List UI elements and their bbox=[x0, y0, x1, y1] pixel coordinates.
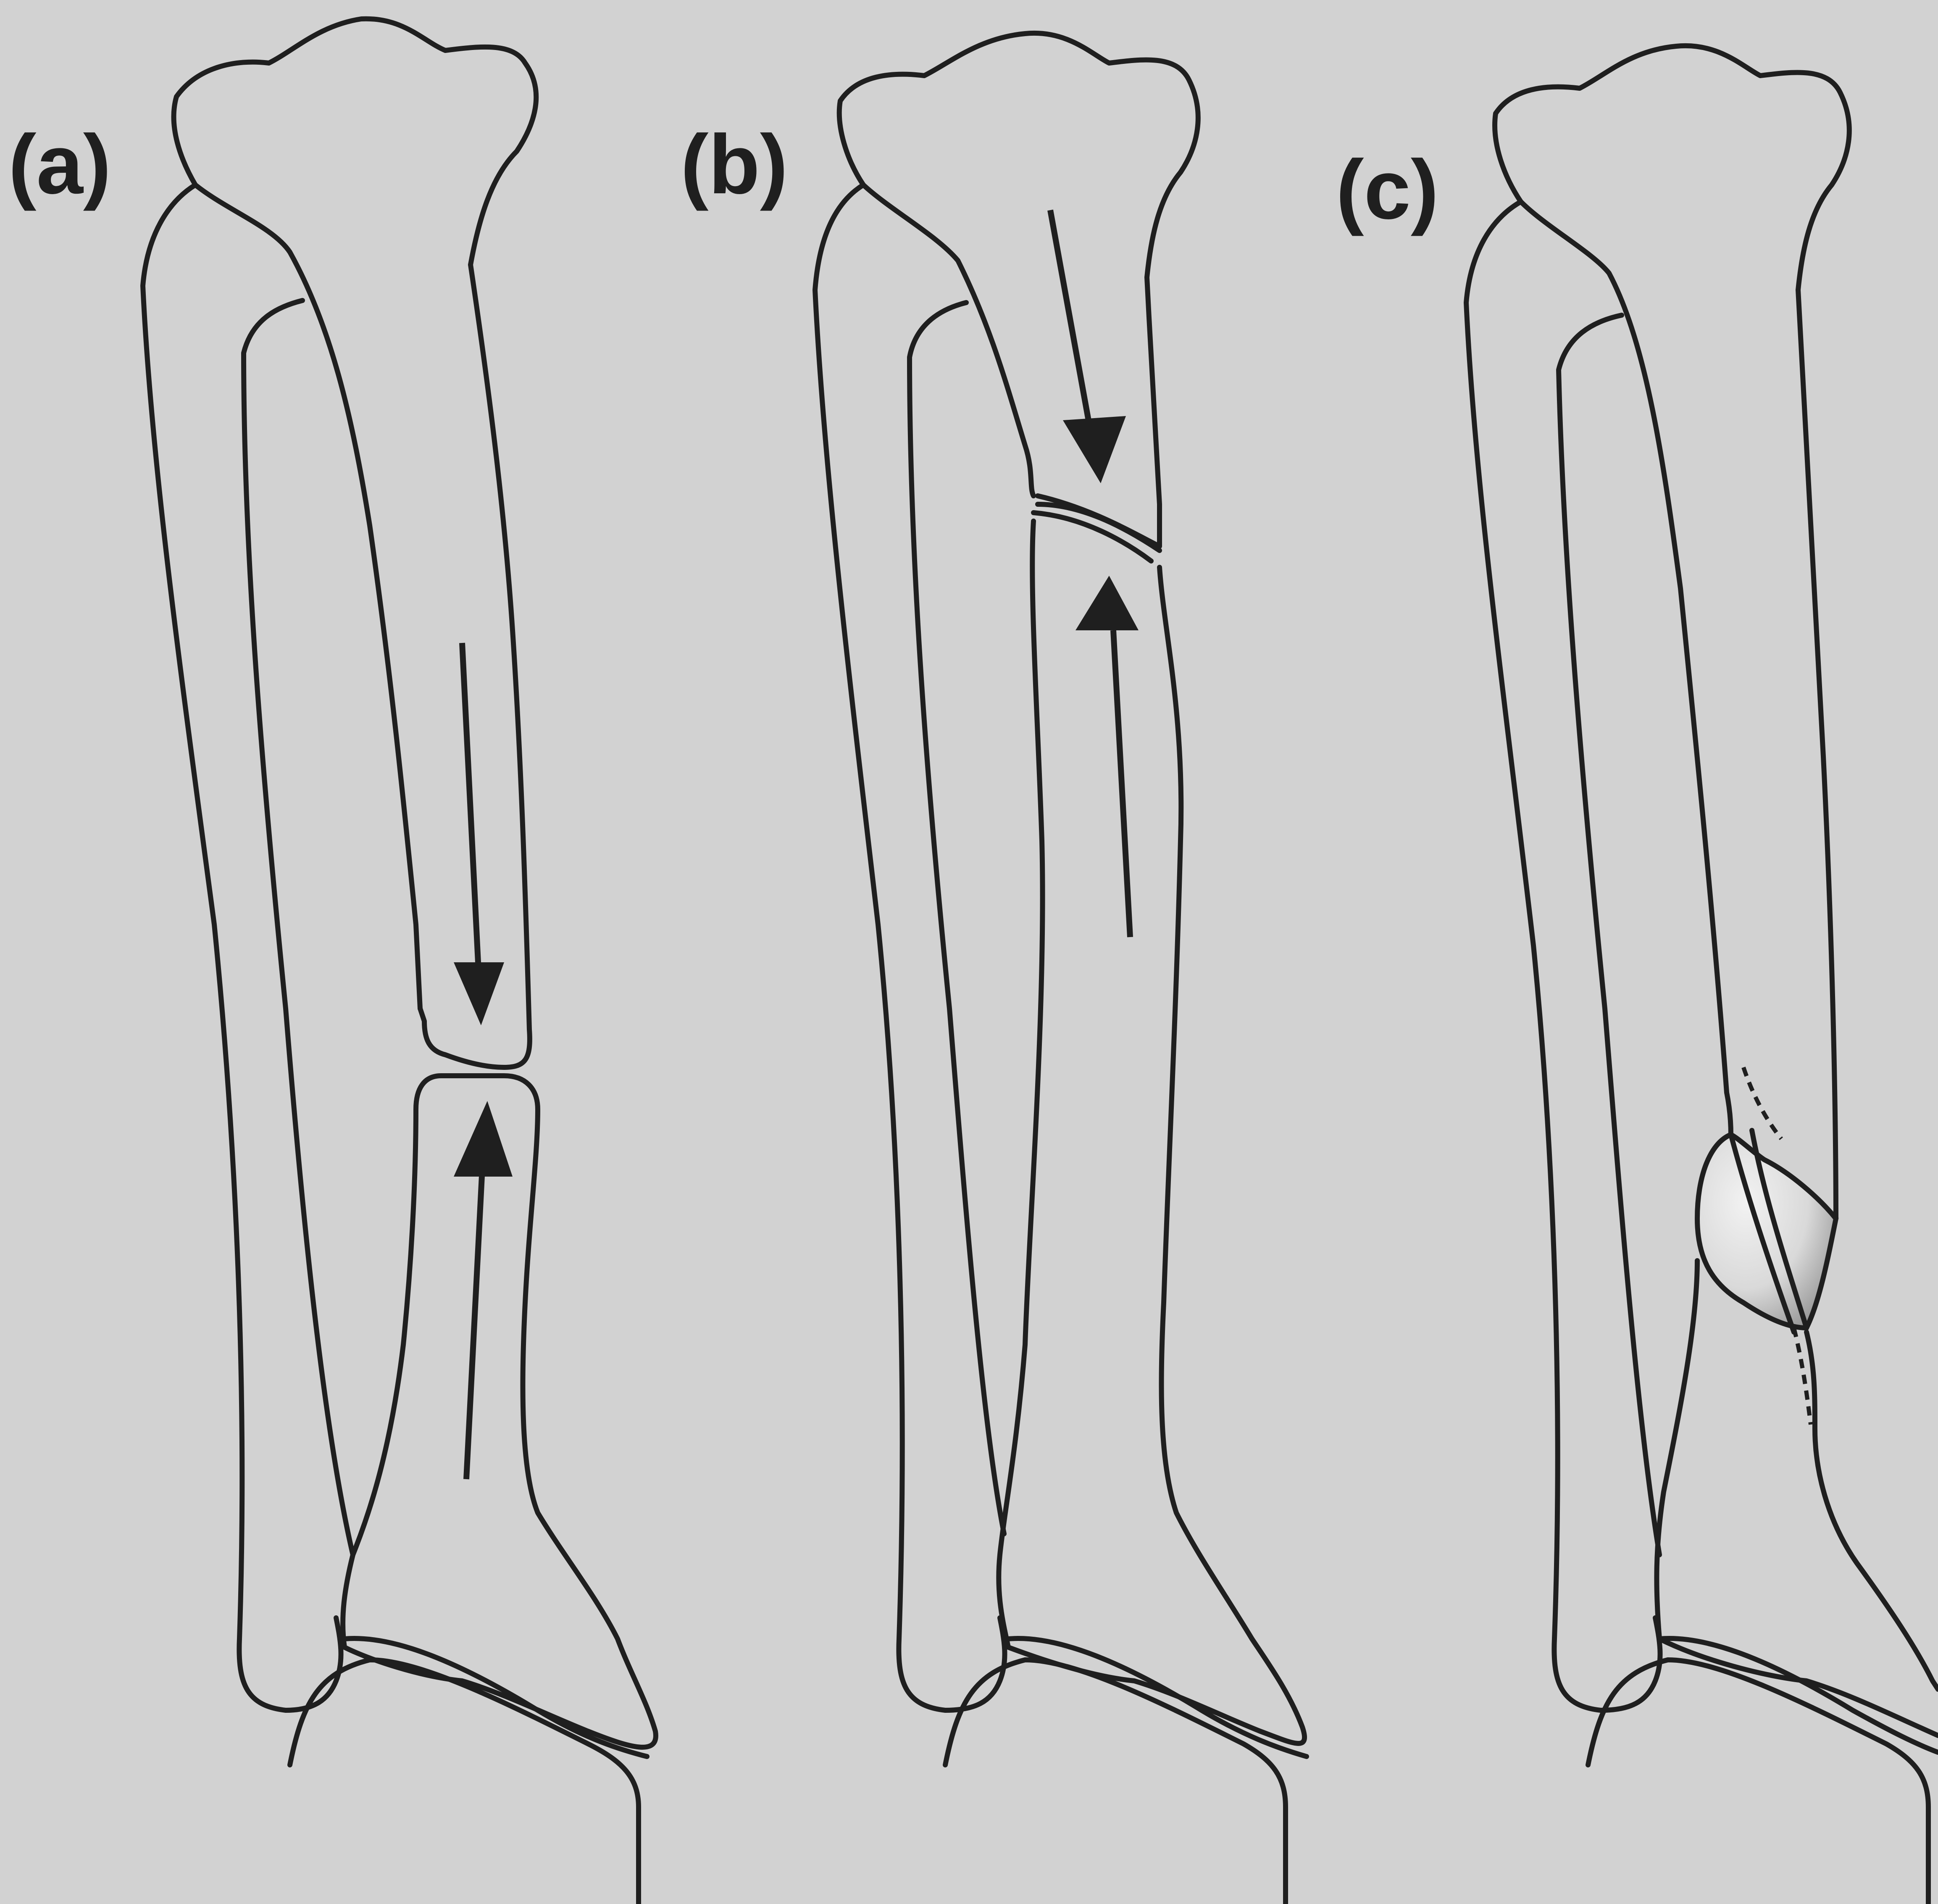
tibia-medial-contour bbox=[863, 185, 1033, 496]
ankle-talus bbox=[290, 1660, 639, 1904]
panel-label-b: (b) bbox=[681, 118, 788, 211]
compression-arrow-up bbox=[1075, 576, 1139, 937]
tibia-lateral-contour bbox=[1798, 290, 1836, 1219]
panel-c bbox=[1466, 46, 1938, 1904]
fibula bbox=[1466, 202, 1660, 1710]
panel-label-a: (a) bbox=[8, 118, 111, 211]
periosteal-reaction-upper bbox=[1743, 1067, 1781, 1139]
tibia-inner-contour bbox=[1559, 315, 1659, 1555]
compression-arrow-down bbox=[1050, 210, 1126, 483]
fracture-callus bbox=[1697, 1135, 1836, 1328]
compression-arrow-up bbox=[454, 1101, 513, 1479]
ankle-talus bbox=[945, 1660, 1286, 1904]
tibia-medial-contour bbox=[195, 185, 420, 1009]
tibia-proximal-head bbox=[174, 19, 536, 265]
tibia-inner-contour bbox=[910, 303, 1004, 1534]
tibia-proximal-head bbox=[839, 33, 1198, 277]
tibia-proximal-head bbox=[1495, 46, 1849, 290]
tibia-distal-fragment bbox=[999, 521, 1304, 1743]
ankle-talus bbox=[1588, 1660, 1928, 1904]
panel-b bbox=[815, 33, 1307, 1904]
tibia-medial-contour bbox=[1521, 202, 1727, 1093]
compression-arrow-down bbox=[454, 643, 504, 1025]
panel-label-c: (c) bbox=[1336, 143, 1438, 237]
tibia-inner-contour bbox=[244, 300, 353, 1555]
panel-a bbox=[143, 19, 656, 1904]
